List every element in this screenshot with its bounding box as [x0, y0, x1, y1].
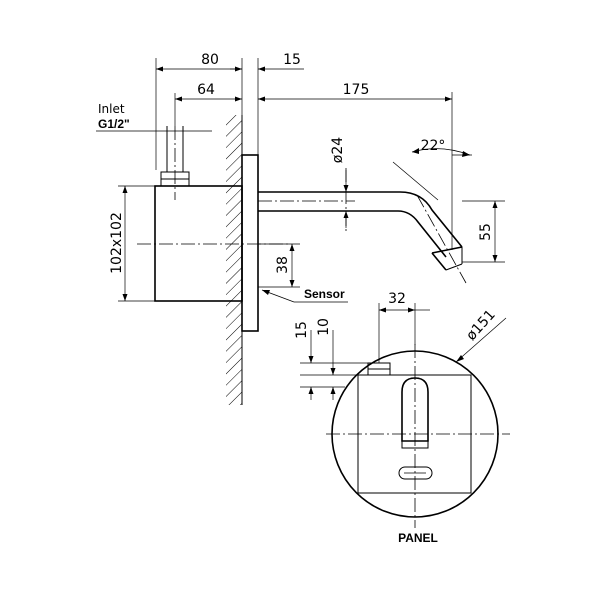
dim-55-label: 55 [478, 223, 494, 241]
dim-32-label: 32 [388, 291, 406, 307]
dim-80: 80 15 [155, 52, 304, 170]
mounting-plate [241, 154, 259, 332]
dim-32: 32 [378, 291, 430, 363]
inlet-thread-label: G1/2" [98, 117, 130, 131]
dim-angle: 22° [392, 138, 472, 201]
spout [258, 191, 463, 271]
dim-10-label: 10 [316, 318, 332, 336]
dim-angle-label: 22° [421, 138, 446, 154]
panel-detail [331, 350, 499, 518]
dim-body-size: 102x102 [109, 185, 155, 302]
panel-label: PANEL [398, 531, 438, 545]
wall [226, 115, 243, 405]
inlet-label: Inlet [98, 102, 125, 116]
sensor-label: Sensor [304, 287, 345, 301]
inlet-callout: Inlet G1/2" [96, 102, 212, 132]
dim-38: 38 [258, 243, 300, 288]
dim-d24-label: ø24 [330, 137, 346, 163]
dim-55: 55 [462, 200, 505, 263]
dim-175-label: 175 [343, 82, 370, 98]
dim-80-label: 80 [201, 52, 219, 68]
valve-body [154, 185, 243, 302]
dim-15-top-label: 15 [283, 52, 301, 68]
sensor-callout: Sensor [261, 287, 348, 303]
dim-38-label: 38 [275, 256, 291, 274]
dim-d151: ø151 [455, 307, 507, 363]
dim-64-175: 64 175 [174, 82, 453, 250]
dim-d24: ø24 [330, 137, 349, 228]
dim-64-label: 64 [197, 82, 215, 98]
dim-15-10: 15 10 [294, 318, 368, 400]
dim-body-size-label: 102x102 [109, 212, 125, 274]
dim-15-label: 15 [294, 321, 310, 339]
dim-d151-label: ø151 [463, 307, 499, 344]
